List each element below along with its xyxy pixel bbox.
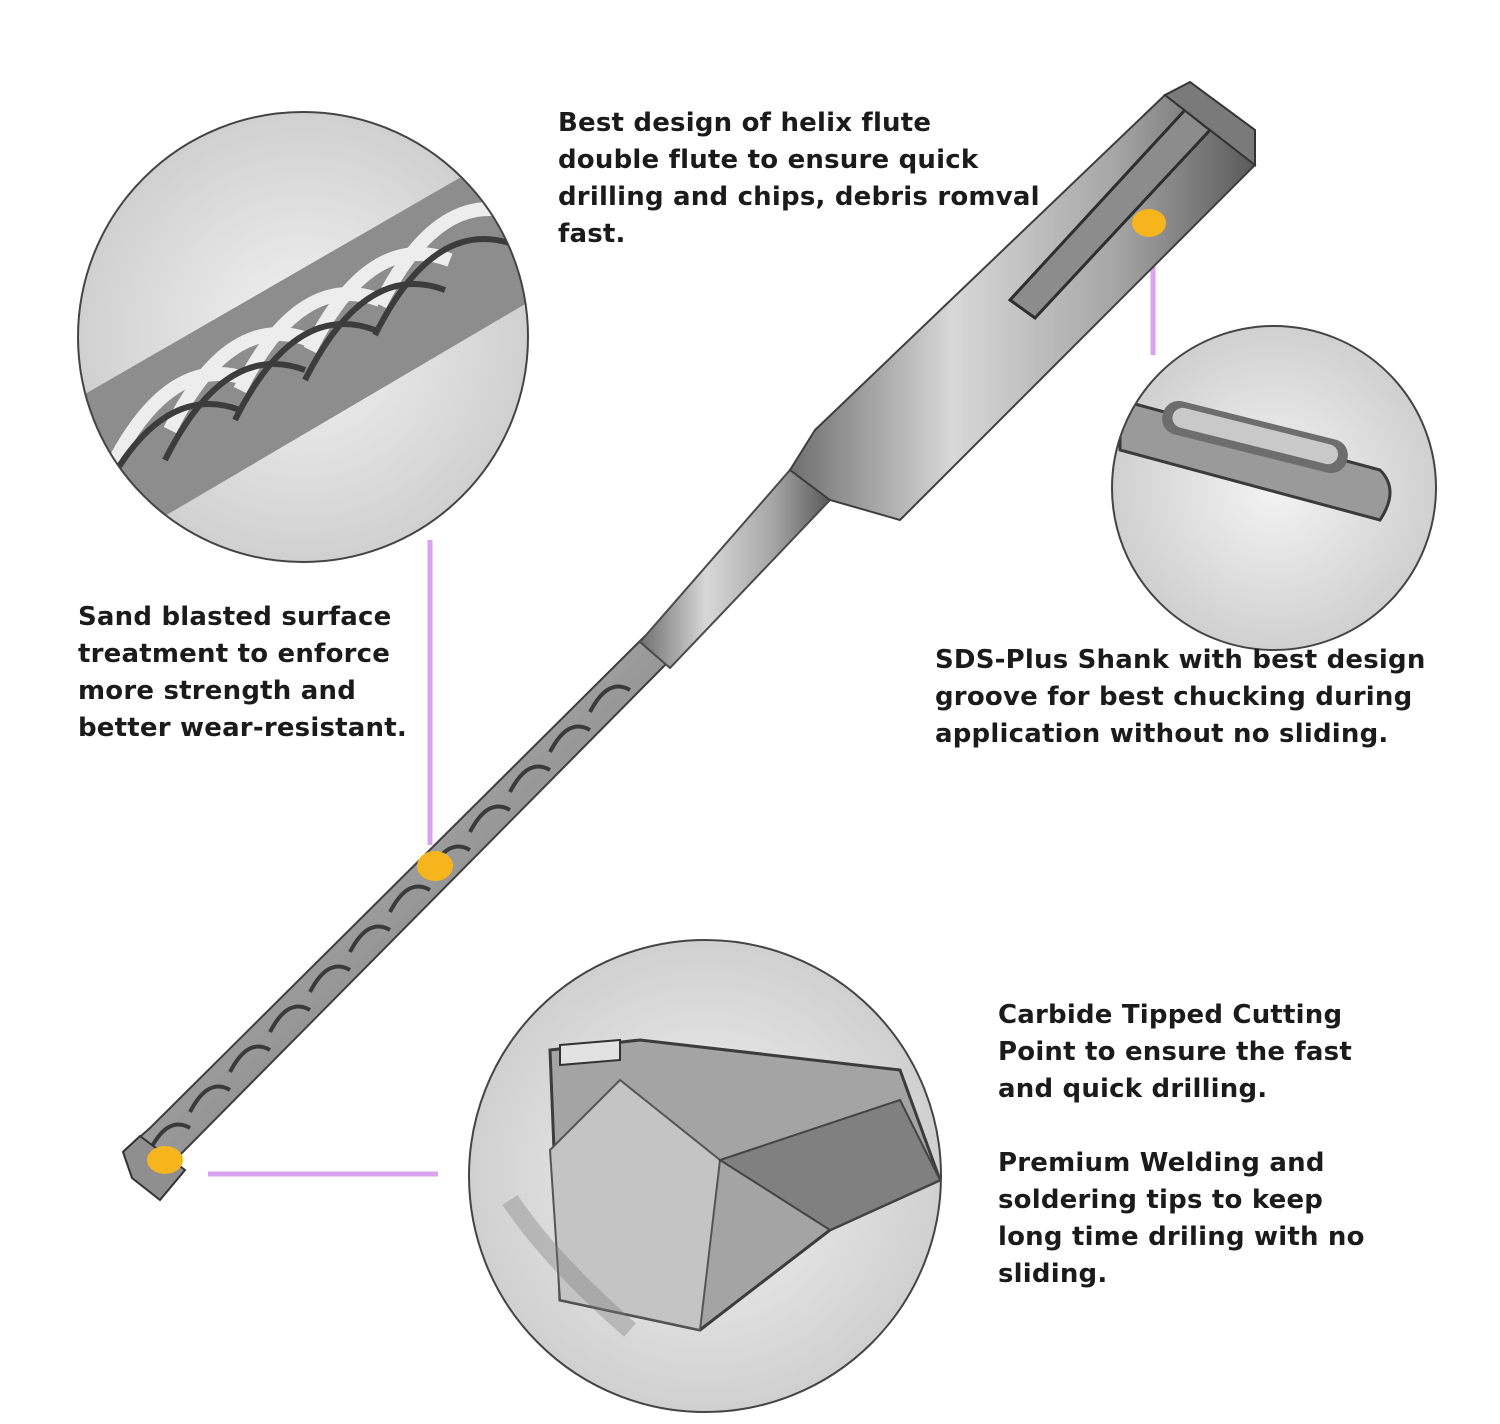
callout-sand-blasted: Sand blasted surface treatment to enforc…: [78, 602, 407, 743]
leader-lines: [208, 262, 1156, 1177]
callout-helix-flute: Best design of helix flute double flute …: [558, 108, 1040, 249]
callout-sds-shank: SDS-Plus Shank with best design groove f…: [935, 645, 1426, 749]
callout-carbide-tip: Carbide Tipped Cutting Point to ensure t…: [998, 1000, 1352, 1104]
shank-end: [1163, 80, 1256, 168]
markers: [147, 209, 1166, 1174]
marker-dot: [1132, 209, 1166, 237]
callout-welding: Premium Welding and soldering tips to ke…: [998, 1148, 1365, 1289]
marker-dot: [147, 1146, 183, 1174]
zoom-helix-icon: [77, 111, 529, 563]
zoom-tip-icon: [468, 939, 942, 1413]
marker-dot: [417, 851, 453, 881]
drill-shaft: [638, 468, 832, 670]
zoom-shank-icon: [1111, 325, 1437, 651]
drill-bit-icon: [121, 80, 1257, 1202]
